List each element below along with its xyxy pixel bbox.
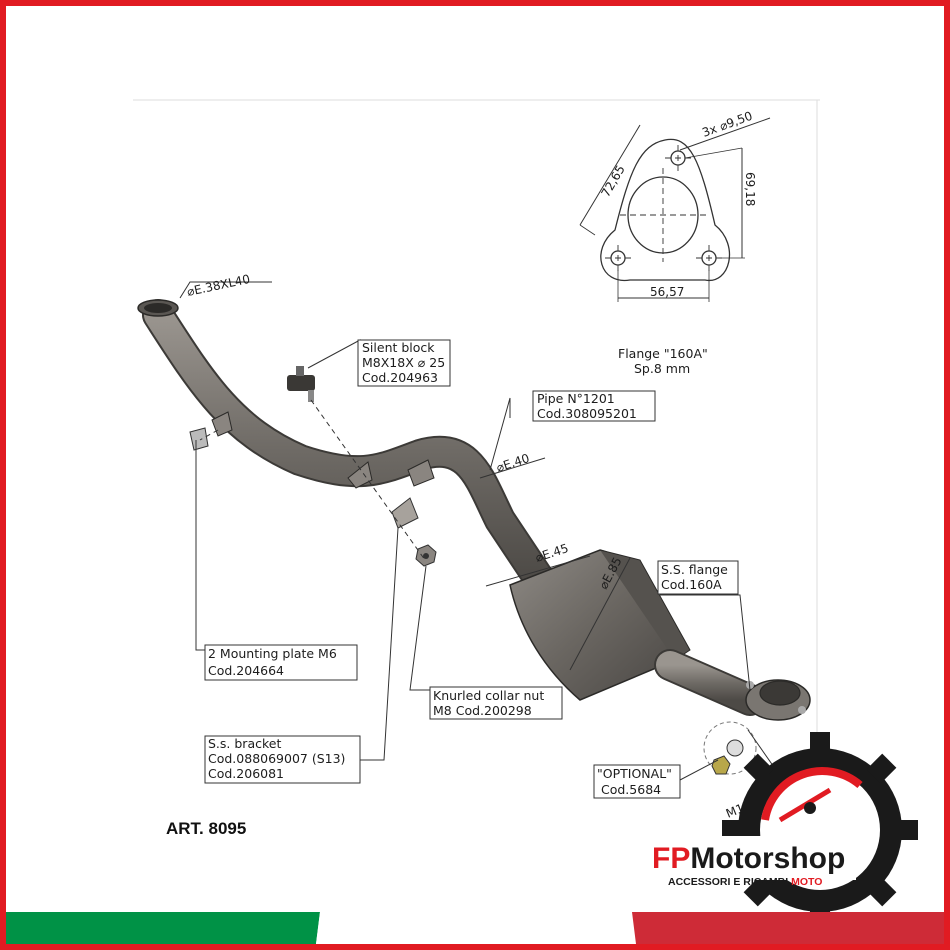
italian-flag-bar	[0, 912, 950, 944]
leader-lines	[179, 281, 791, 791]
silent-block-part	[287, 366, 315, 402]
callout-ss-flange: S.S. flange Cod.160A	[657, 560, 739, 595]
callout-ss-bracket: S.s. bracket Cod.088069007 (S13) Cod.206…	[204, 735, 361, 784]
knurled-nut-part	[415, 544, 437, 567]
flange-dim-a: 72,65	[598, 163, 627, 200]
svg-text:"OPTIONAL": "OPTIONAL"	[597, 766, 672, 781]
svg-text:Cod.204664: Cod.204664	[208, 663, 284, 678]
svg-text:S.s. bracket: S.s. bracket	[208, 736, 281, 751]
dim-pre-cat: ⌀E.45	[534, 541, 571, 565]
svg-text:ACCESSORI E RICAMBI MOTO: ACCESSORI E RICAMBI MOTO	[668, 876, 822, 888]
callout-pipe: Pipe N°1201 Cod.308095201	[532, 390, 656, 422]
svg-text:Cod.5684: Cod.5684	[601, 782, 661, 797]
flange-thickness: Sp.8 mm	[634, 361, 690, 376]
callout-silent-block: Silent block M8X18X ⌀ 25 Cod.204963	[357, 339, 451, 387]
mounting-plate-part	[189, 427, 209, 451]
flange-dim-c: 56,57	[650, 285, 684, 299]
flange-dim-b: 69,18	[743, 172, 757, 206]
article-number: ART. 8095	[166, 819, 246, 838]
callout-mounting-plate: 2 Mounting plate M6 Cod.204664	[204, 644, 358, 681]
exhaust-pipe	[137, 299, 811, 721]
ss-bracket-part	[391, 497, 419, 529]
dim-inlet: ⌀E.38XL40	[186, 272, 252, 299]
svg-text:Cod.204963: Cod.204963	[362, 370, 438, 385]
svg-text:Cod.160A: Cod.160A	[661, 577, 722, 592]
flange-drawing	[579, 117, 771, 302]
svg-text:Cod.088069007 (S13): Cod.088069007 (S13)	[208, 751, 345, 766]
callout-optional: "OPTIONAL" Cod.5684	[593, 764, 681, 799]
svg-text:Cod.206081: Cod.206081	[208, 766, 284, 781]
flange-title: Flange "160A"	[618, 346, 708, 361]
svg-text:M8 Cod.200298: M8 Cod.200298	[433, 703, 532, 718]
flange-dim-holes: 3x ⌀9,50	[700, 109, 754, 140]
gear-icon	[722, 732, 918, 928]
svg-text:Pipe N°1201: Pipe N°1201	[537, 391, 615, 406]
dim-mid: ⌀E.40	[495, 451, 532, 475]
svg-text:FPMotorshop: FPMotorshop	[652, 842, 845, 875]
svg-text:2 Mounting plate M6: 2 Mounting plate M6	[208, 646, 337, 661]
svg-text:M8X18X ⌀ 25: M8X18X ⌀ 25	[362, 355, 445, 370]
callout-knurled-nut: Knurled collar nut M8 Cod.200298	[429, 686, 563, 720]
svg-text:S.S. flange: S.S. flange	[661, 562, 728, 577]
assembly-lines	[199, 399, 426, 561]
svg-text:Knurled collar nut: Knurled collar nut	[433, 688, 544, 703]
fpmotorshop-logo: FPMotorshop ACCESSORI E RICAMBI MOTO	[648, 732, 918, 928]
svg-text:Silent block: Silent block	[362, 340, 435, 355]
svg-text:Cod.308095201: Cod.308095201	[537, 406, 637, 421]
